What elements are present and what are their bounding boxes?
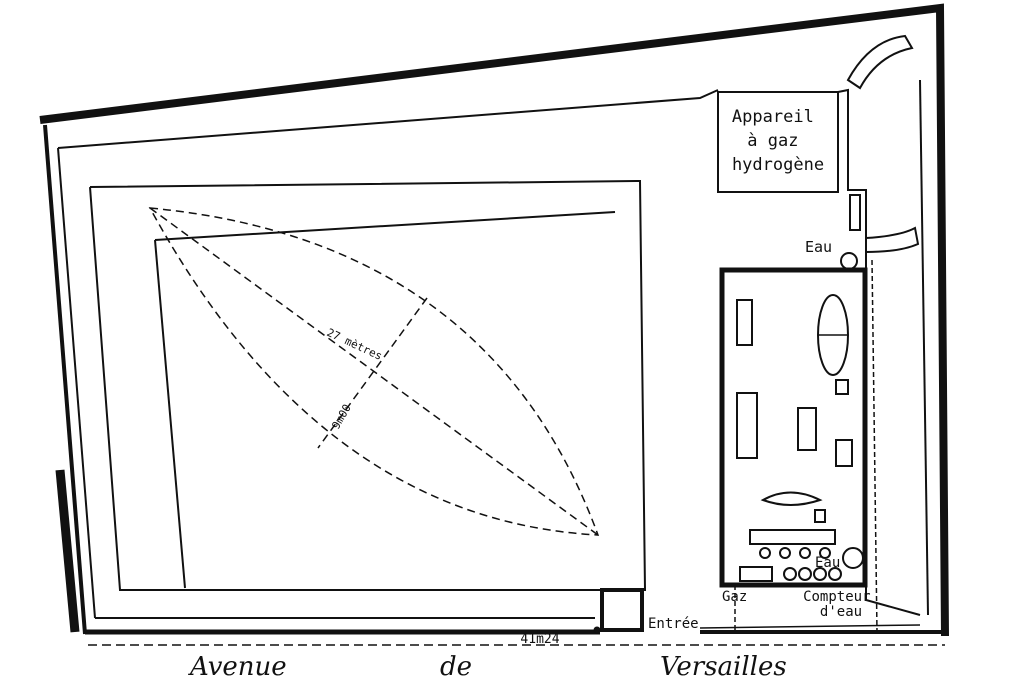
- total-width-label: 41m24: [520, 632, 559, 647]
- water-label-top: Eau: [805, 238, 832, 256]
- street-name-versailles: Versailles: [660, 652, 787, 682]
- water-meter-label: Compteur d'eau: [803, 589, 879, 620]
- street-name-de: de: [440, 652, 472, 682]
- entrance-label: Entrée: [648, 616, 699, 632]
- workshop-building: [699, 252, 921, 633]
- gas-apparatus-box: [717, 91, 839, 193]
- stairs: [846, 34, 920, 254]
- gas-apparatus-label: Appareil à gaz hydrogène: [732, 107, 824, 175]
- gas-label: Gaz: [722, 589, 747, 605]
- street-name-avenue: Avenue: [188, 652, 287, 682]
- entrance-gate: [593, 588, 644, 634]
- water-label-bottom: Eau: [815, 555, 840, 571]
- outer-wall: [39, 3, 949, 637]
- width-label: 9m00: [329, 402, 354, 431]
- balloon-court: [89, 179, 647, 591]
- balloon-outline: [148, 207, 600, 536]
